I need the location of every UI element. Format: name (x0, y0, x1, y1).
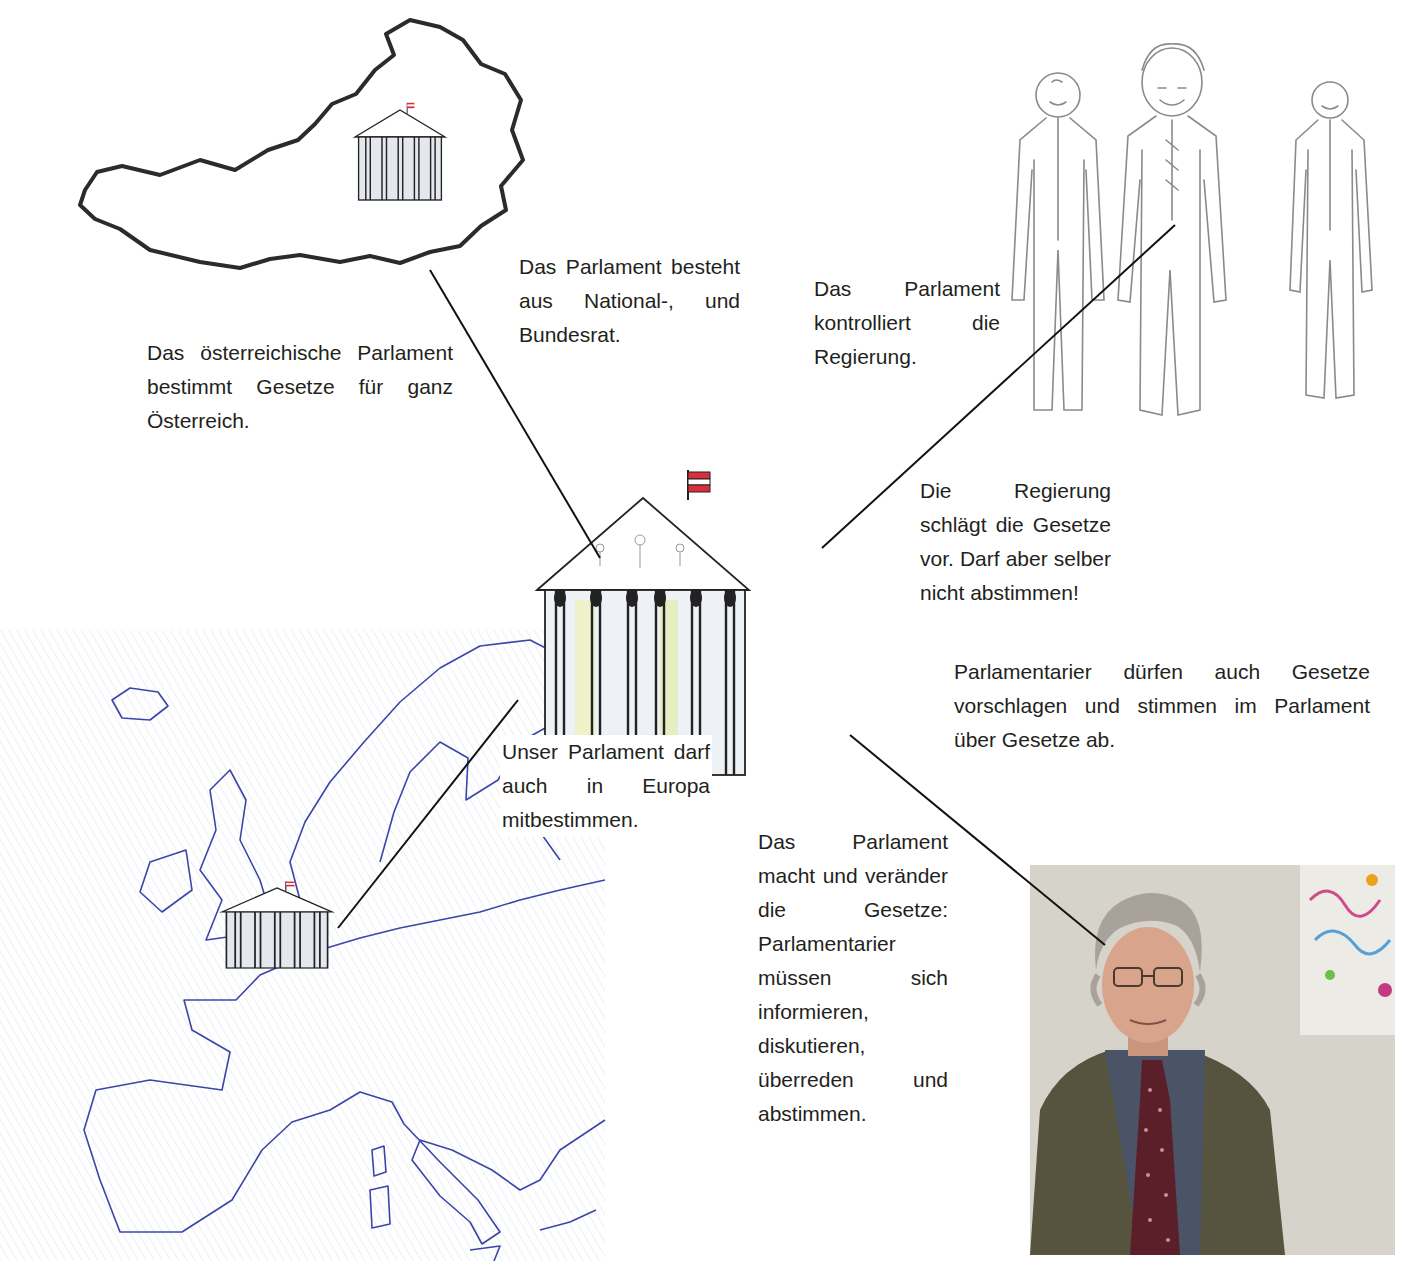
parliament-building (554, 589, 566, 607)
caption-text: Das Parlament besteht aus National-, und… (517, 250, 742, 352)
parliamentarian-photo (1105, 1050, 1205, 1255)
caption-text: Das Parlament kontrolliert die Regierung… (812, 272, 1002, 374)
europe-map (540, 1210, 596, 1230)
government-figures (1142, 48, 1202, 116)
parliament-building (690, 589, 702, 607)
parliamentarian-photo (1148, 1088, 1152, 1092)
caption-text: Das österreichische Parlament bestimmt G… (145, 336, 455, 438)
parliamentarian-photo (1142, 975, 1154, 977)
government-figures (1012, 44, 1372, 415)
parliamentarian-photo (1325, 970, 1335, 980)
parliament-building (537, 498, 749, 590)
parliament-building (724, 589, 736, 607)
parliamentarian-photo (1030, 1050, 1285, 1255)
parliamentarian-photo (1366, 874, 1378, 886)
europe-map (0, 630, 605, 1261)
parliamentarian-photo (1144, 1088, 1170, 1242)
parliament-building (680, 552, 681, 566)
parliament-building (688, 485, 710, 492)
parliamentarian-photo (1300, 865, 1395, 1035)
europe-map (222, 882, 332, 968)
parliamentarian-photo (1130, 1060, 1180, 1255)
parliament-building (590, 589, 602, 607)
europe-map (140, 850, 192, 912)
government-figures (1050, 102, 1066, 105)
government-figures (1166, 120, 1178, 220)
government-figures (1036, 73, 1080, 117)
parliament-building (640, 545, 641, 568)
leader-line (338, 700, 518, 928)
parliament-building (725, 590, 727, 775)
government-figures (1312, 82, 1348, 118)
austria-map (80, 20, 523, 268)
parliamentarian-photo (1315, 931, 1390, 954)
europe-map (470, 1246, 500, 1261)
government-figures (1290, 120, 1318, 292)
parliamentarian-photo (1154, 968, 1182, 986)
parliamentarian-photo (1093, 975, 1202, 1005)
government-figures (1188, 116, 1226, 302)
europe-map (0, 630, 605, 1261)
government-figures (1052, 80, 1062, 82)
europe-map (112, 688, 168, 720)
caption-text: Unser Parlament darf auch in Europa mitb… (500, 735, 712, 837)
parliament-building (688, 472, 710, 479)
parliamentarian-photo (1114, 968, 1142, 986)
parliament-building (537, 470, 749, 775)
parliamentarian-photo (1164, 1193, 1168, 1197)
parliament-building (654, 589, 666, 607)
europe-map (84, 880, 605, 1244)
caption-text: Parlamentarier dürfen auch Gesetze vorsc… (952, 655, 1372, 757)
parliamentarian-photo (1095, 893, 1202, 972)
government-figures (1158, 87, 1186, 89)
parliamentarian-photo (1378, 983, 1392, 997)
parliamentarian-photo (1114, 968, 1182, 986)
parliamentarian-photo (1102, 927, 1194, 1043)
parliament-building (596, 544, 604, 552)
parliament-building (688, 479, 710, 485)
austria-map (355, 103, 445, 200)
europe-map (372, 1146, 386, 1176)
parliament-building (600, 552, 601, 566)
parliamentarian-photo (1030, 865, 1395, 1255)
parliament-building (676, 544, 684, 552)
parliamentarian-photo (1158, 1108, 1162, 1112)
government-figures (1329, 120, 1331, 230)
parliament-building (554, 589, 736, 607)
parliamentarian-photo (1166, 1238, 1170, 1242)
caption-text: Die Regierung schlägt die Gesetze vor. D… (918, 474, 1113, 610)
government-figures (1034, 160, 1084, 410)
parliamentarian-photo (1030, 865, 1395, 1255)
government-figures (1322, 106, 1338, 109)
government-figures (1342, 120, 1372, 292)
parliament-building (733, 590, 735, 775)
parliament-building (596, 535, 684, 568)
parliamentarian-photo (1144, 1128, 1148, 1132)
austria-map (80, 20, 523, 268)
government-figures (1160, 100, 1184, 105)
government-figures (1070, 118, 1104, 300)
government-figures (1140, 150, 1200, 415)
parliamentarian-photo (1146, 1173, 1150, 1177)
parliamentarian-photo (1130, 1020, 1166, 1024)
europe-map (84, 640, 605, 1261)
parliament-building (635, 535, 645, 545)
government-figures (1057, 118, 1059, 240)
parliament-building (626, 589, 638, 607)
government-figures (1142, 44, 1204, 70)
parliamentarian-photo (1148, 1218, 1152, 1222)
caption-text: Das Parlament macht und veränder die Ges… (756, 825, 950, 1131)
parliamentarian-photo (1310, 891, 1380, 916)
government-figures (1012, 118, 1046, 300)
government-figures (1118, 116, 1156, 302)
parliamentarian-photo (1160, 1148, 1164, 1152)
europe-map (370, 1186, 390, 1228)
